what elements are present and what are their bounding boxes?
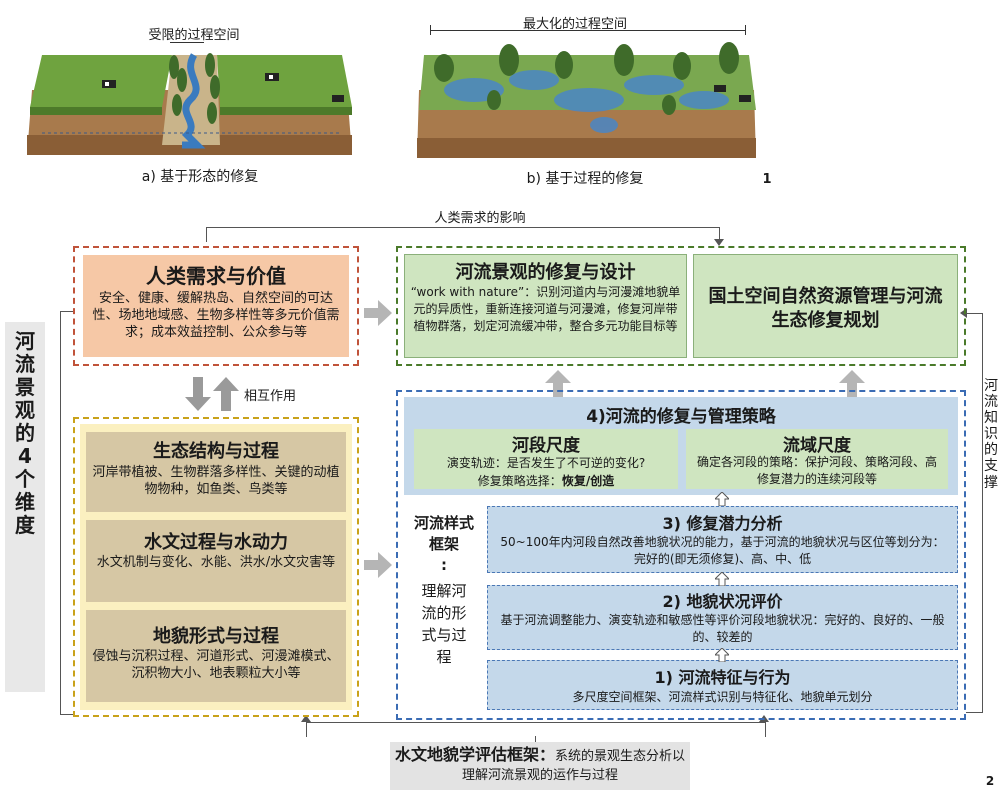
arrow-needs-to-landscape (364, 300, 392, 326)
dimensions-vertical-label-char: 个 (15, 467, 35, 491)
interaction-label: 相互作用 (244, 389, 297, 404)
figure-a-span-line (170, 42, 204, 43)
framework-box (396, 390, 966, 720)
figure-b-label: 最大化的过程空间 (522, 17, 627, 32)
human-needs-body: 安全、健康、缓解热岛、自然空间的可达性、场地地域感、生物多样性等多元价值需求；成… (92, 291, 340, 340)
river-styles-colon: : (441, 556, 447, 574)
step-arrow-2-3 (715, 572, 729, 586)
dimensions-vertical-label-char: 观 (15, 398, 35, 422)
land-space-box (693, 254, 958, 358)
geomorph-body: 侵蚀与沉积过程、河道形式、河漫滩模式、沉积物大小、地表颗粒大小等 (92, 649, 340, 681)
figure-b-span-line (430, 30, 745, 31)
dimensions-vertical-label-char: 河 (15, 329, 35, 353)
natural-dimensions-box (73, 417, 359, 717)
dimensions-vertical-label-box (5, 322, 45, 692)
strategy-title: 4)河流的修复与管理策略 (586, 407, 776, 427)
hydrogeomorph-framework-box (390, 742, 690, 790)
human-needs-box (73, 246, 359, 366)
eco-title: 生态结构与过程 (153, 441, 279, 462)
knowledge-support-vertical-label-char: 流 (984, 394, 998, 411)
dimensions-vertical-label-char: 景 (15, 375, 35, 399)
step1-box (487, 660, 958, 710)
step-arrow-1-2 (715, 648, 729, 662)
landscape-title: 河流景观的修复与设计 (455, 262, 636, 283)
reach-scale-line1: 演变轨迹：是否发生了不可逆的变化? (446, 456, 646, 470)
river-styles-label-top: 河流样式框架 (413, 514, 474, 553)
knowledge-support-vertical-label-char: 支 (984, 458, 998, 475)
human-impact-connector (206, 227, 720, 242)
dimensions-vertical-label-char: 流 (15, 352, 35, 376)
arrow-up-right (839, 370, 865, 400)
reach-scale-title: 河段尺度 (512, 436, 580, 456)
knowledge-support-vertical-label: 河流知识的支撑 (978, 378, 1004, 491)
knowledge-support-vertical-label-char: 知 (984, 410, 998, 427)
figure-a-illustration (22, 35, 357, 160)
step2-body: 基于河流调整能力、演变轨迹和敏感性等评价河段地貌状况：完好的、良好的、一般的、较… (500, 613, 945, 644)
dimensions-vertical-label-char: 度 (15, 513, 35, 537)
figure-1-number: 1 (762, 172, 772, 187)
geomorph-box (86, 610, 346, 702)
reach-scale-line2: 修复策略选择：恢复/创造 (477, 474, 615, 488)
reach-scale-box (414, 429, 678, 489)
figure-a-caption: a) 基于形态的修复 (141, 169, 259, 185)
landscape-box (404, 254, 687, 358)
interaction-arrows (185, 377, 239, 411)
hydro-body: 水文机制与变化、水能、洪水/水文灾害等 (96, 555, 336, 570)
eco-box (86, 432, 346, 512)
figure-a-label: 受限的过程空间 (148, 28, 240, 43)
figure-b-illustration (414, 30, 759, 162)
basin-scale-body: 确定各河段的策略：保护河段、策略河段、高修复潜力的连续河段等 (696, 455, 937, 486)
step1-body: 多尺度空间框架、河流样式识别与特征化、地貌单元划分 (572, 690, 873, 704)
human-needs-title: 人类需求与价值 (146, 264, 286, 288)
land-space-title: 国土空间自然资源管理与河流生态修复规划 (708, 286, 943, 331)
landscape-body: “work with nature”：识别河道内与河漫滩地貌单元的异质性，重新连… (410, 285, 681, 333)
knowledge-support-vertical-label-char: 撑 (984, 474, 998, 491)
step3-title: 3) 修复潜力分析 (662, 514, 783, 533)
right-bracket (966, 313, 983, 713)
left-bracket (60, 311, 75, 715)
arrow-up-left (545, 370, 571, 400)
hydro-title: 水文过程与水动力 (144, 532, 288, 553)
figure-b-caption: b) 基于过程的修复 (526, 171, 644, 187)
river-styles-label-bottom: 理解河流的形式与过程 (421, 582, 467, 666)
bottom-connector (306, 722, 766, 737)
knowledge-support-vertical-label-char: 的 (984, 442, 998, 459)
outcomes-box (396, 246, 966, 366)
step-arrow-3-4 (715, 492, 729, 506)
knowledge-support-vertical-label-char: 河 (984, 378, 998, 394)
step3-body: 50~100年内河段自然改善地貌状况的能力，基于河流的地貌状况与区位等划分为：完… (500, 535, 945, 566)
dimensions-vertical-label-char: 4 (18, 444, 32, 468)
step2-title: 2) 地貌状况评价 (662, 592, 783, 611)
figure-2-number: 2 (985, 774, 995, 788)
geomorph-title: 地貌形式与过程 (153, 626, 279, 647)
basin-scale-title: 流域尺度 (783, 436, 851, 456)
knowledge-support-vertical-label-char: 识 (984, 426, 998, 443)
human-impact-label: 人类需求的影响 (434, 211, 526, 226)
dimensions-vertical-label-char: 的 (15, 421, 35, 445)
hydro-box (86, 520, 346, 602)
basin-scale-box (686, 429, 948, 489)
dimensions-vertical-label-char: 维 (15, 490, 35, 514)
arrow-dims-to-framework (364, 552, 392, 578)
eco-body: 河岸带植被、生物群落多样性、关键的动植物物种，如鱼类、鸟类等 (92, 465, 340, 497)
step1-title: 1) 河流特征与行为 (654, 668, 791, 687)
hydrogeomorph-framework-text: 水文地貌学评估框架：系统的景观生态分析以理解河流景观的运作与过程 (394, 745, 686, 783)
